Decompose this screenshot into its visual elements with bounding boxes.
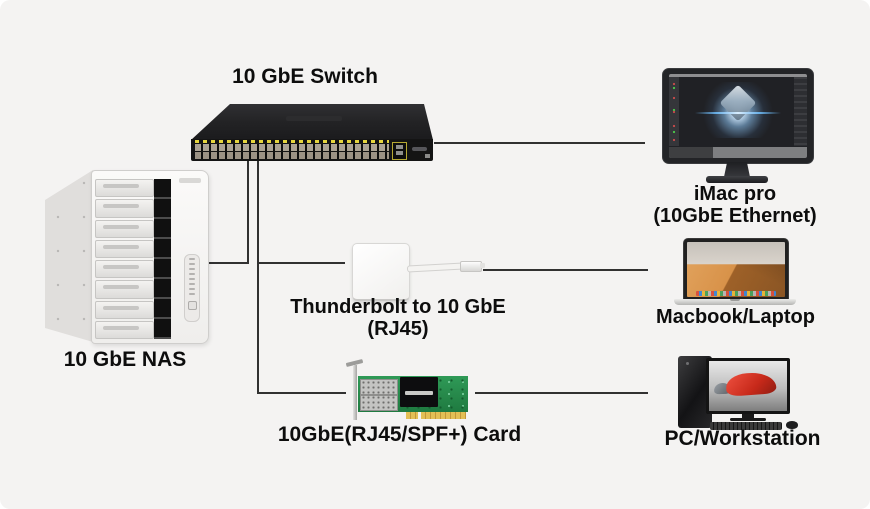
switch-sfp-ports (392, 142, 407, 160)
pc-illustration (672, 352, 804, 432)
switch-model-tag (425, 154, 430, 158)
imac-right-panel (794, 77, 807, 146)
adapter-connector-tip (480, 263, 485, 268)
nas-side-panel (45, 170, 93, 342)
nas-front-panel (91, 170, 209, 344)
pc-screen (709, 361, 787, 411)
adapter-cable (406, 262, 465, 273)
adapter-connector (460, 261, 482, 272)
imac-bezel (662, 68, 814, 164)
pc-keyboard (710, 422, 782, 430)
drive-tray (95, 300, 154, 319)
card-pcie-edge (406, 412, 466, 419)
pc-label: PC/Workstation (664, 427, 821, 450)
card-heatsink (400, 377, 438, 407)
imac-label-line1: iMac pro (693, 183, 777, 205)
pc-monitor-base (730, 418, 766, 421)
switch-front-face (191, 139, 433, 161)
imac-menubar (669, 74, 807, 77)
switch-port-row-bottom (195, 152, 389, 159)
nas-illustration (45, 166, 209, 346)
imac-stand-base (706, 176, 768, 183)
nas-tray-latch-column (154, 179, 171, 339)
adapter-label-line2: (RJ45) (367, 317, 429, 340)
imac-left-toolbar (669, 77, 679, 146)
nas-label: 10 GbE NAS (63, 348, 187, 371)
macbook-label: Macbook/Laptop (656, 306, 815, 328)
imac-screen (669, 74, 807, 158)
imac-lens-flare (695, 112, 781, 114)
connector-nas-switch (204, 262, 249, 264)
macbook-illustration (674, 238, 796, 306)
nic-card-illustration (342, 358, 477, 424)
macbook-screen (683, 238, 789, 301)
adapter-body (352, 243, 410, 301)
card-pcie-notch (418, 412, 421, 419)
nas-power-button (187, 301, 197, 310)
switch-label: 10 GbE Switch (232, 65, 378, 88)
drive-tray (95, 239, 154, 258)
card-label: 10GbE(RJ45/SPF+) Card (277, 423, 522, 446)
imac-timeline-bar (669, 147, 807, 158)
connector-switch-imac (434, 142, 645, 144)
drive-tray (95, 219, 154, 238)
card-sfp-cages (360, 379, 398, 411)
switch-top-face (191, 104, 433, 140)
connector-switch-card (258, 392, 346, 394)
drive-tray (95, 260, 154, 279)
drive-tray (95, 199, 154, 218)
pc-screen-car (725, 371, 777, 397)
macbook-wallpaper (687, 242, 785, 297)
connector-card-pc (475, 392, 648, 394)
pc-monitor (706, 358, 790, 414)
adapter-label-line1: Thunderbolt to 10 GbE (290, 296, 506, 318)
connector-adapter-macbook (483, 269, 648, 271)
connector-switch-down-left (247, 160, 249, 264)
nas-control-panel (184, 254, 200, 322)
thunderbolt-adapter-illustration (350, 240, 485, 302)
drive-tray (95, 320, 154, 339)
imac-stand-neck (724, 162, 750, 177)
drive-tray (95, 179, 154, 198)
switch-illustration (190, 100, 434, 162)
imac-illustration (660, 68, 815, 186)
switch-led-strip (195, 140, 389, 143)
drive-tray (95, 280, 154, 299)
macbook-dock (695, 291, 777, 296)
pc-mouse (786, 421, 798, 429)
adapter-label: Thunderbolt to 10 GbE (RJ45) (278, 296, 518, 340)
pc-monitor-neck (742, 414, 754, 419)
connector-switch-down-right (257, 160, 259, 394)
switch-logo (412, 147, 427, 151)
nas-drive-bays (95, 179, 154, 339)
imac-label-line2: (10GbE Ethernet) (653, 204, 817, 227)
switch-port-row-top (195, 144, 389, 151)
macbook-base (674, 299, 796, 305)
card-bracket (353, 365, 357, 420)
imac-label: iMac pro (10GbE Ethernet) (635, 183, 835, 227)
nas-brand-logo (179, 178, 201, 183)
connector-switch-adapter (258, 262, 345, 264)
